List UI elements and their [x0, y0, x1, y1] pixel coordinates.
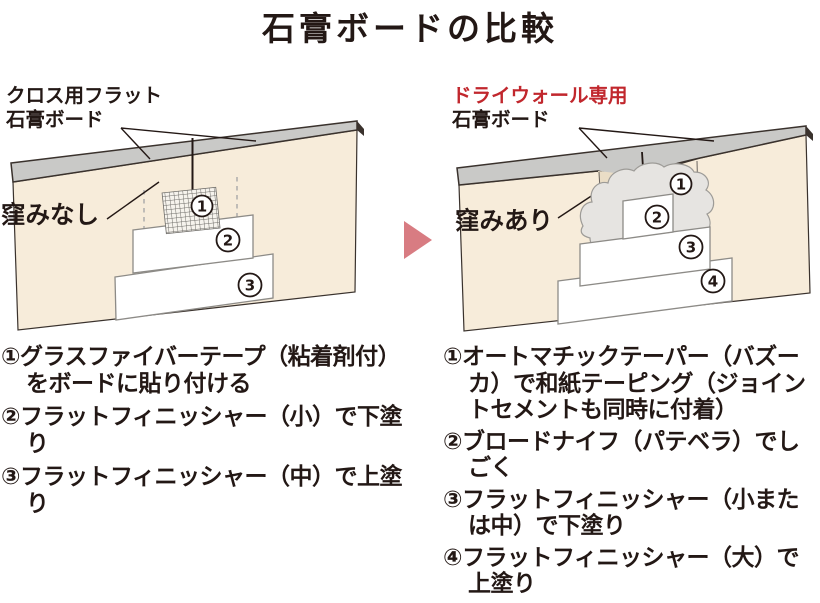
left-step-marker-1: 1: [190, 194, 214, 218]
right-diagram: 1 2 3 4: [456, 125, 813, 332]
page-title: 石膏ボードの比較: [262, 9, 558, 48]
right-step-marker-2: 2: [644, 204, 670, 230]
left-board-label-leaders: [120, 127, 257, 160]
svg-text:2: 2: [652, 209, 662, 227]
comparison-diagram: 1 2 3: [10, 120, 813, 332]
left-step-2: ②フラットフィニッシャー（小）で下塗り: [1, 404, 403, 457]
left-step-marker-2: 2: [215, 227, 241, 253]
left-board-label-line1: クロス用フラット: [6, 84, 163, 107]
left-steps-list: ①グラスファイバーテープ（粘着剤付）をボードに貼り付ける ②フラットフィニッシャ…: [1, 344, 413, 524]
svg-text:4: 4: [708, 273, 718, 291]
left-board-label-line2: 石膏ボード: [6, 108, 104, 131]
svg-text:3: 3: [245, 277, 255, 295]
tape-width-dashed-guides: [143, 177, 238, 272]
right-step-marker-3: 3: [678, 234, 704, 260]
left-board-end-cap: [357, 121, 364, 136]
right-steps-list: ①オートマチックテーパー（バズーカ）で和紙テーピング（ジョイントセメントも同時に…: [443, 344, 820, 603]
svg-text:3: 3: [686, 239, 696, 257]
svg-text:1: 1: [676, 176, 686, 194]
right-step-3: ③フラットフィニッシャー（小または中）で下塗り: [443, 486, 800, 540]
right-board-label: ドライウォール専用 石膏ボード: [452, 84, 628, 132]
right-board-label-highlight: ドライウォール専用: [452, 84, 628, 107]
right-step-2: ②ブロードナイフ（パテベラ）でしごく: [443, 428, 800, 482]
right-board-end-cap: [806, 126, 813, 141]
svg-text:2: 2: [223, 232, 233, 250]
left-board-label: クロス用フラット 石膏ボード: [6, 84, 162, 132]
right-step-4: ④フラットフィニッシャー（大）で上塗り: [443, 544, 800, 598]
left-step-3: ③フラットフィニッシャー（中）で上塗り: [1, 464, 403, 517]
right-arrow-icon: [404, 221, 432, 259]
left-step-marker-3: 3: [237, 272, 263, 298]
right-step-marker-1: 1: [669, 172, 693, 196]
right-board-label-leaders: [578, 127, 715, 159]
right-step-marker-4: 4: [700, 268, 726, 294]
left-recess-label: 窪みなし: [1, 200, 99, 229]
svg-text:1: 1: [197, 198, 207, 216]
left-step-1: ①グラスファイバーテープ（粘着剤付）をボードに貼り付ける: [1, 344, 401, 397]
right-board-label-line2: 石膏ボード: [452, 108, 550, 131]
left-diagram: 1 2 3: [10, 120, 364, 331]
left-recess-label-leader: [106, 181, 160, 220]
right-recess-label: 窪みあり: [455, 206, 553, 235]
right-step-1: ①オートマチックテーパー（バズーカ）で和紙テーピング（ジョイントセメントも同時に…: [443, 344, 806, 423]
